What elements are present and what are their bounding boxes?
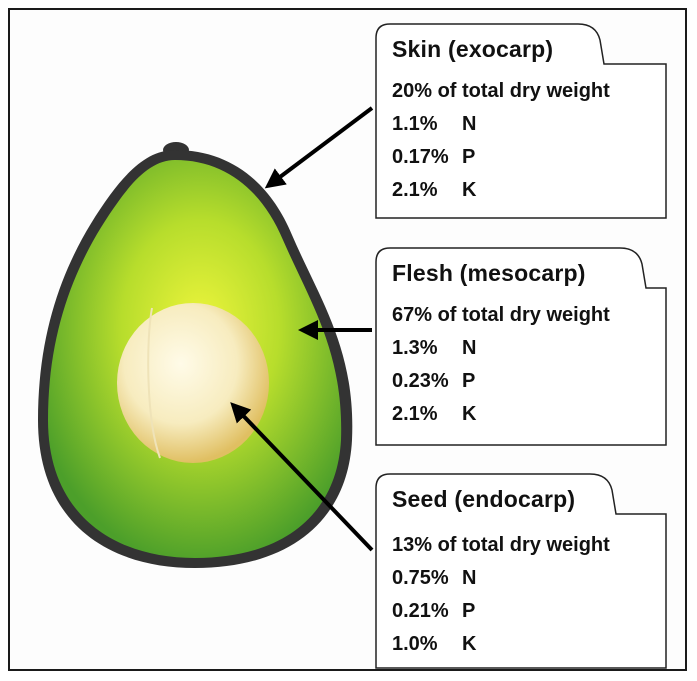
seed-weight: 13% of total dry weight <box>392 534 610 557</box>
skin-weight: 20% of total dry weight <box>392 80 610 103</box>
seed-details: 13% of total dry weight 0.75%N 0.21%P 1.… <box>392 534 610 656</box>
flesh-weight: 67% of total dry weight <box>392 304 610 327</box>
skin-title: Skin (exocarp) <box>392 36 553 63</box>
seed-title: Seed (endocarp) <box>392 486 575 513</box>
seed-nutrient-k: 1.0%K <box>392 633 610 656</box>
flesh-label-group: Flesh (mesocarp) <box>392 260 586 287</box>
arrow-skin <box>268 108 372 186</box>
flesh-nutrient-p: 0.23%P <box>392 370 610 393</box>
flesh-details: 67% of total dry weight 1.3%N 0.23%P 2.1… <box>392 304 610 426</box>
skin-details: 20% of total dry weight 1.1%N 0.17%P 2.1… <box>392 80 610 202</box>
flesh-title: Flesh (mesocarp) <box>392 260 586 287</box>
avocado-seed <box>117 303 269 463</box>
skin-nutrient-k: 2.1%K <box>392 179 610 202</box>
seed-nutrient-p: 0.21%P <box>392 600 610 623</box>
seed-label-group: Seed (endocarp) <box>392 486 575 513</box>
flesh-nutrient-k: 2.1%K <box>392 403 610 426</box>
seed-nutrient-n: 0.75%N <box>392 567 610 590</box>
skin-nutrient-p: 0.17%P <box>392 146 610 169</box>
skin-label-group: Skin (exocarp) <box>392 36 553 63</box>
flesh-nutrient-n: 1.3%N <box>392 337 610 360</box>
skin-nutrient-n: 1.1%N <box>392 113 610 136</box>
